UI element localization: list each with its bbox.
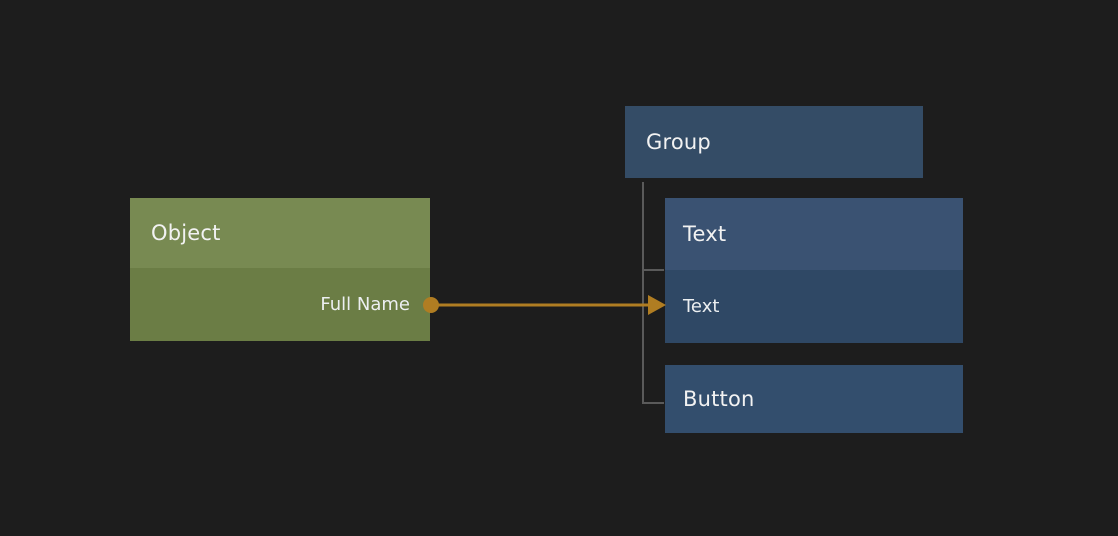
tree-branch-button xyxy=(642,402,664,404)
node-text-row-label: Text xyxy=(683,296,720,317)
node-object[interactable]: Object Full Name xyxy=(130,198,430,341)
node-text-header[interactable]: Text xyxy=(665,198,963,270)
node-group[interactable]: Group xyxy=(625,106,923,178)
node-object-header[interactable]: Object xyxy=(130,198,430,268)
node-button-title: Button xyxy=(683,387,755,411)
node-group-header[interactable]: Group xyxy=(625,106,923,178)
node-text-title: Text xyxy=(683,222,727,246)
node-button[interactable]: Button xyxy=(665,365,963,433)
node-button-header[interactable]: Button xyxy=(665,365,963,433)
node-object-row-label: Full Name xyxy=(320,294,410,315)
node-object-row-full-name[interactable]: Full Name xyxy=(130,268,430,341)
tree-trunk-line xyxy=(642,182,644,404)
node-text[interactable]: Text Text xyxy=(665,198,963,343)
node-group-title: Group xyxy=(646,130,711,154)
connection-arrowhead xyxy=(648,295,666,315)
node-object-title: Object xyxy=(151,221,221,245)
node-text-row-text[interactable]: Text xyxy=(665,270,963,343)
tree-branch-text xyxy=(642,269,664,271)
